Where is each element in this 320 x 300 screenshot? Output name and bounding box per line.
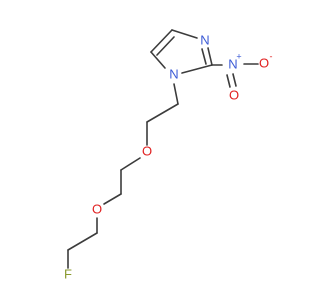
bond-nnitro-o-double bbox=[226, 74, 231, 88]
bond-n3-c2 bbox=[207, 47, 213, 66]
atom-oether1-label: O bbox=[142, 143, 152, 158]
bond-n3-c2-double bbox=[201, 48, 207, 65]
atom-f-label: F bbox=[64, 266, 72, 281]
molecule-canvas: N N N + O - O O O F bbox=[64, 29, 273, 281]
bond-oether1-ch2c bbox=[120, 157, 141, 171]
atom-onitro-label: O bbox=[229, 87, 239, 102]
atom-nnitro-label: N bbox=[228, 56, 237, 71]
bond-ch2a-ch2b bbox=[146, 103, 179, 123]
bond-n1-c5 bbox=[150, 51, 166, 69]
bond-ch2e-ch2f bbox=[67, 232, 98, 251]
bond-c5-c4-double bbox=[156, 36, 175, 56]
bond-n1-ch2a bbox=[173, 83, 179, 105]
atom-ominus-charge: - bbox=[270, 51, 273, 61]
bond-c4-n3 bbox=[171, 29, 198, 39]
atom-n3-label: N bbox=[200, 32, 209, 47]
bond-ch2d-oether2 bbox=[103, 193, 122, 205]
atom-oether2-label: O bbox=[92, 201, 102, 216]
bond-nnitro-o bbox=[232, 73, 237, 87]
bond-c5-c4 bbox=[150, 29, 173, 53]
structure-diagram: N N N + O - O O O F bbox=[64, 29, 273, 281]
atom-nnitro-charge: + bbox=[236, 51, 241, 61]
atom-n1-label: N bbox=[169, 66, 178, 81]
bond-c2-n1 bbox=[181, 64, 213, 74]
atom-ominus-label: O bbox=[259, 55, 269, 70]
